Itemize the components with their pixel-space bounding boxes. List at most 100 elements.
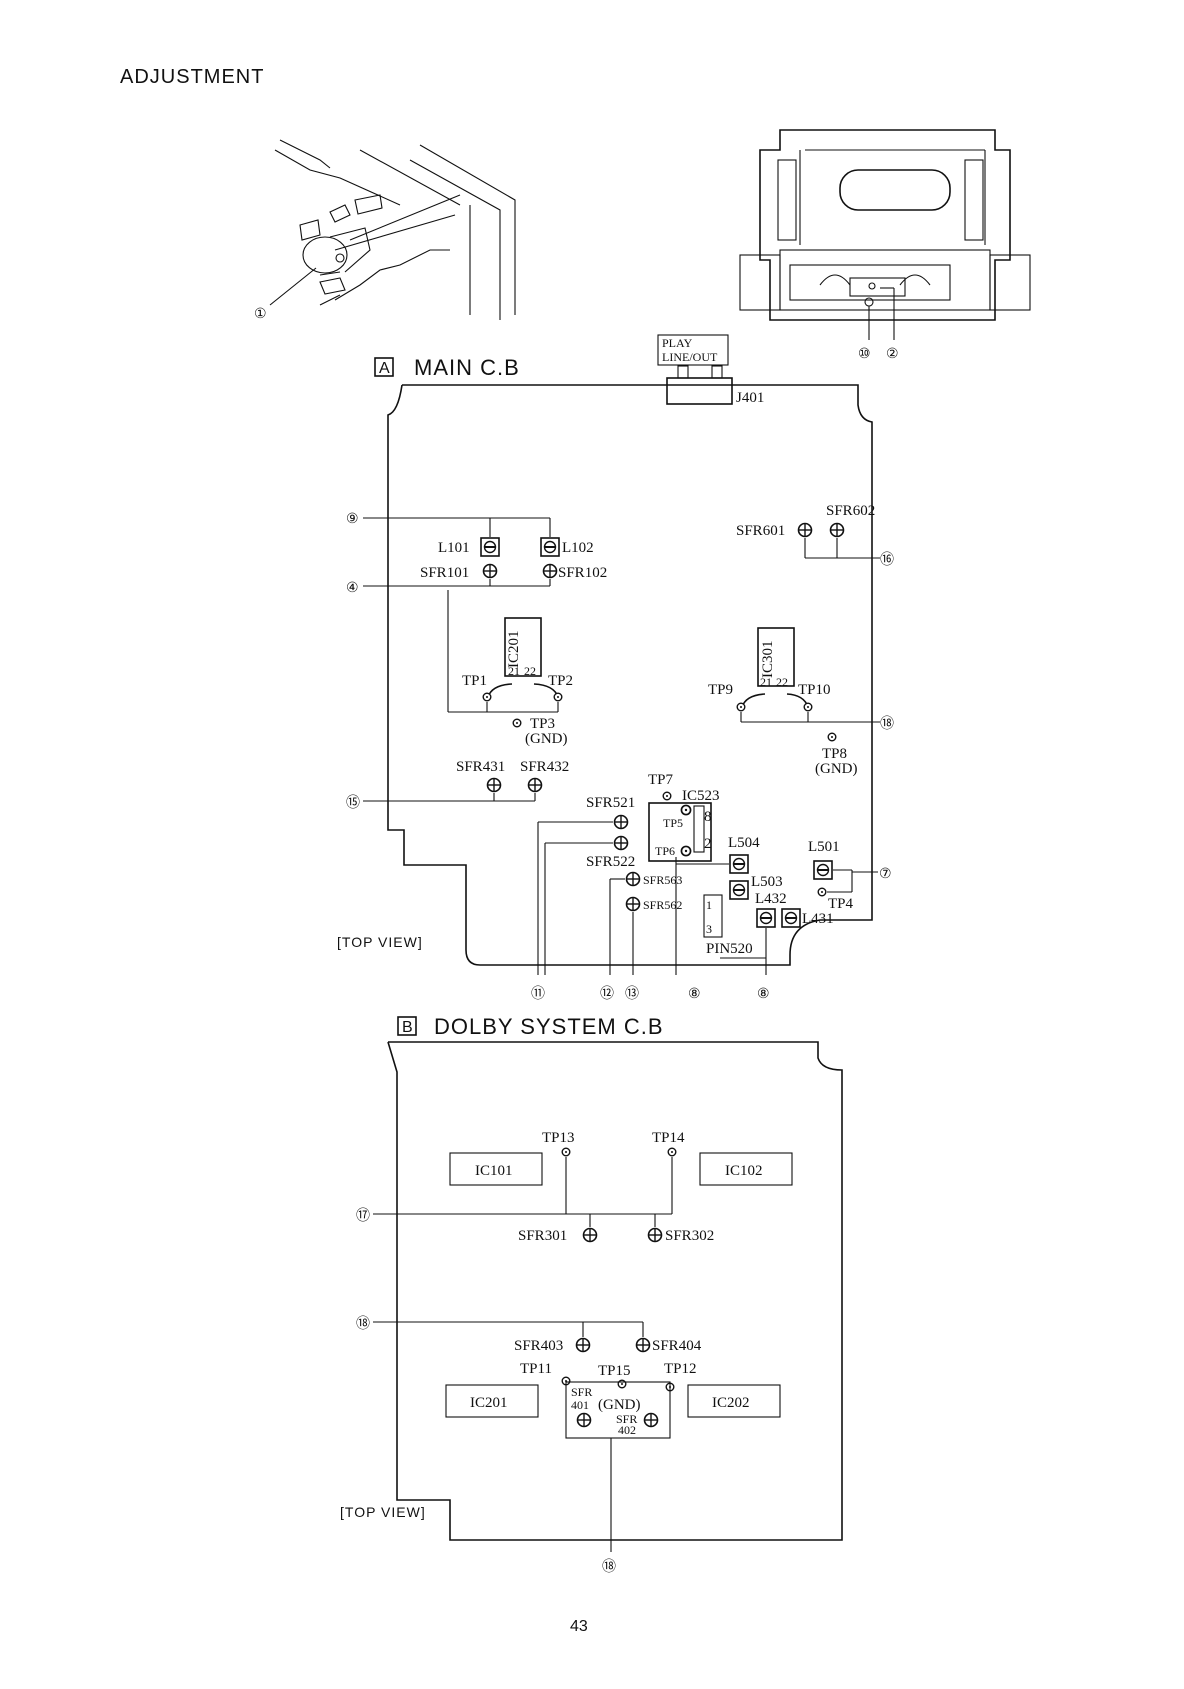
label-sfr301: SFR301 xyxy=(518,1228,567,1244)
testpoint-tp3[interactable] xyxy=(512,718,522,728)
label-sfr401-prefix: SFR xyxy=(571,1385,592,1399)
label-tp3: TP3 xyxy=(530,716,555,732)
main-board-badge: A xyxy=(379,360,391,377)
trimmer-sfr562[interactable] xyxy=(625,896,641,912)
main-board-section: A MAIN C.B PLAY LINE/OUT J401 ⑨ L101 L10… xyxy=(337,334,894,1002)
testpoint-tp6[interactable] xyxy=(680,845,692,857)
label-ic523: IC523 xyxy=(682,788,720,804)
label-sfr601: SFR601 xyxy=(736,523,785,539)
cassette-deck-sketch: ⑩ ② xyxy=(739,129,1031,362)
trimmer-sfr431[interactable] xyxy=(486,777,502,793)
label-l504: L504 xyxy=(728,835,760,851)
trimmer-sfr522[interactable] xyxy=(613,835,629,851)
label-tp13: TP13 xyxy=(542,1130,575,1146)
testpoint-tp8[interactable] xyxy=(827,732,837,742)
callout-4: ④ xyxy=(346,581,359,596)
trimmer-sfr102[interactable] xyxy=(542,563,558,579)
label-l503: L503 xyxy=(751,874,783,890)
callout-18-glyph: ⑱ xyxy=(356,1316,370,1332)
label-tp8: TP8 xyxy=(822,746,847,762)
page-title: ADJUSTMENT xyxy=(120,66,265,88)
trimmer-sfr601[interactable] xyxy=(797,522,813,538)
label-sfr402-prefix: SFR xyxy=(616,1412,637,1426)
coil-l101[interactable] xyxy=(480,537,500,557)
trimmer-sfr602[interactable] xyxy=(829,522,845,538)
label-dolby-ic202: IC202 xyxy=(712,1395,750,1411)
dolby-board-badge: B xyxy=(402,1019,414,1036)
trimmer-sfr402[interactable] xyxy=(643,1412,659,1428)
dolby-board-badge-frame xyxy=(397,1016,417,1036)
testpoint-tp2[interactable] xyxy=(553,692,563,702)
label-tp12: TP12 xyxy=(664,1361,697,1377)
callout-16: ⑰ xyxy=(356,1208,370,1224)
pin-1: 1 xyxy=(706,898,712,912)
pin-22-left: 22 xyxy=(524,664,536,678)
jack-label-line1: PLAY xyxy=(662,336,693,350)
label-tp2: TP2 xyxy=(548,673,573,689)
trimmer-sfr563[interactable] xyxy=(625,871,641,887)
callout-7: ⑧ xyxy=(688,987,701,1002)
dolby-board-title: DOLBY SYSTEM C.B xyxy=(434,1014,664,1039)
callout-13: ⑬ xyxy=(625,986,639,1002)
label-sfr563: SFR563 xyxy=(643,873,682,887)
pin-8: 8 xyxy=(704,809,712,825)
trimmer-sfr432[interactable] xyxy=(527,777,543,793)
label-l432: L432 xyxy=(755,891,787,907)
coil-l501[interactable] xyxy=(813,860,833,880)
label-dolby-ic201: IC201 xyxy=(470,1395,508,1411)
dolby-board-view-label: [TOP VIEW] xyxy=(340,1504,426,1520)
testpoint-tp1[interactable] xyxy=(482,692,492,702)
sfr401-402-block xyxy=(565,1381,671,1439)
ic523-outline xyxy=(648,802,712,862)
dolby-board-section: B DOLBY SYSTEM C.B TP13 TP14 IC101 IC102… xyxy=(340,1014,843,1575)
label-l102: L102 xyxy=(562,540,594,556)
connector-pin520 xyxy=(703,894,723,938)
label-tp8-gnd: (GND) xyxy=(815,761,858,777)
callout-15: ⑯ xyxy=(880,552,894,568)
label-main-ic301: IC301 xyxy=(760,641,776,679)
label-tp6: TP6 xyxy=(655,844,675,858)
trimmer-sfr403[interactable] xyxy=(575,1337,591,1353)
trimmer-sfr404[interactable] xyxy=(635,1337,651,1353)
page-number: 43 xyxy=(570,1618,588,1635)
trimmer-sfr521[interactable] xyxy=(613,814,629,830)
label-sfr431: SFR431 xyxy=(456,759,505,775)
callout-8: ⑧ xyxy=(757,987,770,1002)
testpoint-tp10[interactable] xyxy=(803,702,813,712)
trimmer-sfr401[interactable] xyxy=(576,1412,592,1428)
ic523 xyxy=(693,805,705,853)
callout-9: ⑨ xyxy=(346,512,359,527)
label-sfr521: SFR521 xyxy=(586,795,635,811)
callout-14: ⑮ xyxy=(346,795,360,811)
coil-l102[interactable] xyxy=(540,537,560,557)
label-tp14: TP14 xyxy=(652,1130,685,1146)
label-dolby-ic101: IC101 xyxy=(475,1163,513,1179)
main-ic301 xyxy=(757,627,795,687)
trimmer-sfr101[interactable] xyxy=(482,563,498,579)
dolby-ic202 xyxy=(687,1384,781,1418)
testpoint-tp13[interactable] xyxy=(561,1147,571,1157)
label-tp5: TP5 xyxy=(663,816,683,830)
trimmer-sfr302[interactable] xyxy=(647,1227,663,1243)
trimmer-sfr301[interactable] xyxy=(582,1227,598,1243)
label-tp1: TP1 xyxy=(462,673,487,689)
testpoint-tp9[interactable] xyxy=(736,702,746,712)
mechanism-sketch-left: ① xyxy=(254,139,516,322)
testpoint-tp4[interactable] xyxy=(817,887,827,897)
label-tp4: TP4 xyxy=(828,896,854,912)
coil-l504[interactable] xyxy=(729,854,749,874)
coil-l432[interactable] xyxy=(756,908,776,928)
testpoint-tp15[interactable] xyxy=(617,1379,627,1389)
coil-l431[interactable] xyxy=(781,908,801,928)
callout-1: ① xyxy=(254,307,267,322)
testpoint-tp14[interactable] xyxy=(667,1147,677,1157)
testpoint-tp5[interactable] xyxy=(680,804,692,816)
coil-l503[interactable] xyxy=(729,880,749,900)
callout-2: ② xyxy=(886,347,899,362)
label-tp9: TP9 xyxy=(708,682,733,698)
main-board-view-label: [TOP VIEW] xyxy=(337,934,423,950)
label-tp10: TP10 xyxy=(798,682,831,698)
testpoint-tp7[interactable] xyxy=(662,791,672,801)
pin-3: 3 xyxy=(706,922,712,936)
